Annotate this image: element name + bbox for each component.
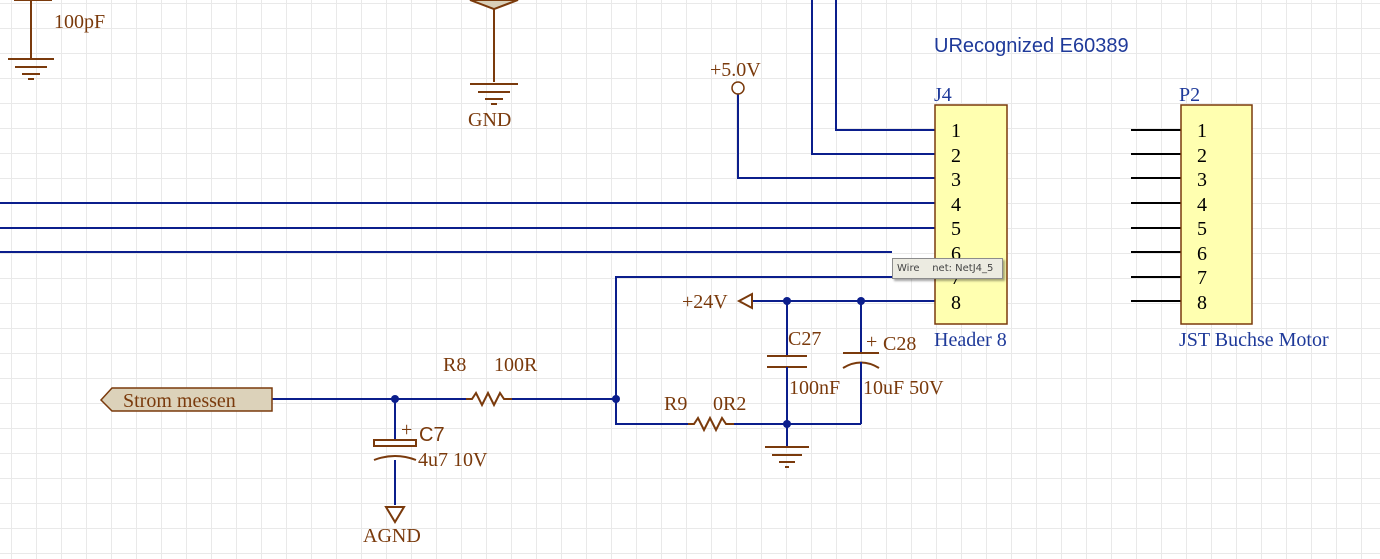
j4-pin-3: 3	[951, 169, 961, 191]
port-strom-label: Strom messen	[123, 390, 236, 412]
j4-designator: J4	[934, 84, 952, 106]
junction-dot	[783, 297, 791, 305]
capacitor-c7[interactable]: + C7 4u7 10V	[373, 419, 488, 471]
j4-pin-6: 6	[951, 243, 961, 265]
gnd-symbol-bottom[interactable]	[765, 446, 809, 468]
p2-designator: P2	[1179, 84, 1200, 106]
p2-pin-2: 2	[1197, 145, 1207, 167]
j4-pin-5: 5	[951, 218, 961, 240]
c28-ref: C28	[883, 333, 916, 355]
p2-pin-6: 6	[1197, 243, 1207, 265]
connector-p2[interactable]: P2 1 2 3 4 5 6 7 8 JST Buchse Motor	[1131, 84, 1329, 351]
j4-pin-8: 8	[951, 292, 961, 314]
wires-bottom[interactable]	[272, 398, 861, 505]
wire-tooltip: Wire net: NetJ4_5	[892, 258, 1003, 279]
p2-comment: JST Buchse Motor	[1179, 329, 1329, 351]
tooltip-kind: Wire	[897, 263, 920, 274]
junctions	[391, 297, 865, 428]
j4-pin-1: 1	[951, 120, 961, 142]
r9-ref: R9	[664, 393, 687, 415]
gnd-symbol-top[interactable]: GND	[468, 0, 519, 131]
r8-ref: R8	[443, 354, 466, 376]
p2-pin-3: 3	[1197, 169, 1207, 191]
gnd-label: GND	[468, 109, 511, 131]
junction-dot	[391, 395, 399, 403]
p2-pin-numbers: 1 2 3 4 5 6 7 8	[1197, 120, 1207, 314]
capacitor-c28[interactable]: + C28 10uF 50V	[842, 301, 944, 424]
connector-j4[interactable]: J4 1 2 3 4 5 6 7 8 Header 8	[934, 84, 1008, 351]
agnd-symbol[interactable]: AGND	[363, 506, 421, 547]
p2-pin-1: 1	[1197, 120, 1207, 142]
tooltip-net: net: NetJ4_5	[932, 263, 994, 274]
p2-pin-5: 5	[1197, 218, 1207, 240]
junction-dot	[783, 420, 791, 428]
c28-value: 10uF 50V	[863, 377, 944, 399]
r9-value: 0R2	[713, 393, 746, 415]
agnd-label: AGND	[363, 525, 421, 547]
r8-value: 100R	[494, 354, 538, 376]
power-5v-label: +5.0V	[710, 59, 761, 81]
unrecognized-note: URecognized E60389	[934, 35, 1129, 57]
junction-dot	[612, 395, 620, 403]
j4-pin-4: 4	[951, 194, 961, 216]
c27-ref: C27	[788, 328, 821, 350]
c7-value: 4u7 10V	[418, 449, 488, 471]
power-24v-label: +24V	[682, 291, 728, 313]
p2-pin-4: 4	[1197, 194, 1207, 216]
resistor-r8[interactable]: R8 100R	[443, 354, 538, 408]
c7-plus: +	[401, 419, 412, 441]
junction-dot	[857, 297, 865, 305]
capacitor-c27[interactable]: C27 100nF	[767, 301, 840, 424]
resistor-r9[interactable]: R9 0R2	[664, 393, 746, 433]
c27-value: 100nF	[789, 377, 840, 399]
power-port-24v[interactable]: +24V	[682, 291, 753, 313]
power-port-5v[interactable]: +5.0V	[710, 59, 761, 95]
p2-pin-7: 7	[1197, 267, 1207, 289]
c28-plus: +	[866, 331, 877, 353]
j4-comment: Header 8	[934, 329, 1007, 351]
port-strom-messen[interactable]: Strom messen	[99, 387, 273, 412]
cap-top-left[interactable]: 100pF	[8, 0, 105, 80]
c7-ref: C7	[419, 424, 445, 446]
j4-pin-2: 2	[951, 145, 961, 167]
p2-pin-8: 8	[1197, 292, 1207, 314]
wires-to-j4[interactable]	[0, 0, 935, 425]
p2-pin-leads	[1131, 129, 1181, 302]
cap-top-left-value: 100pF	[54, 11, 105, 33]
